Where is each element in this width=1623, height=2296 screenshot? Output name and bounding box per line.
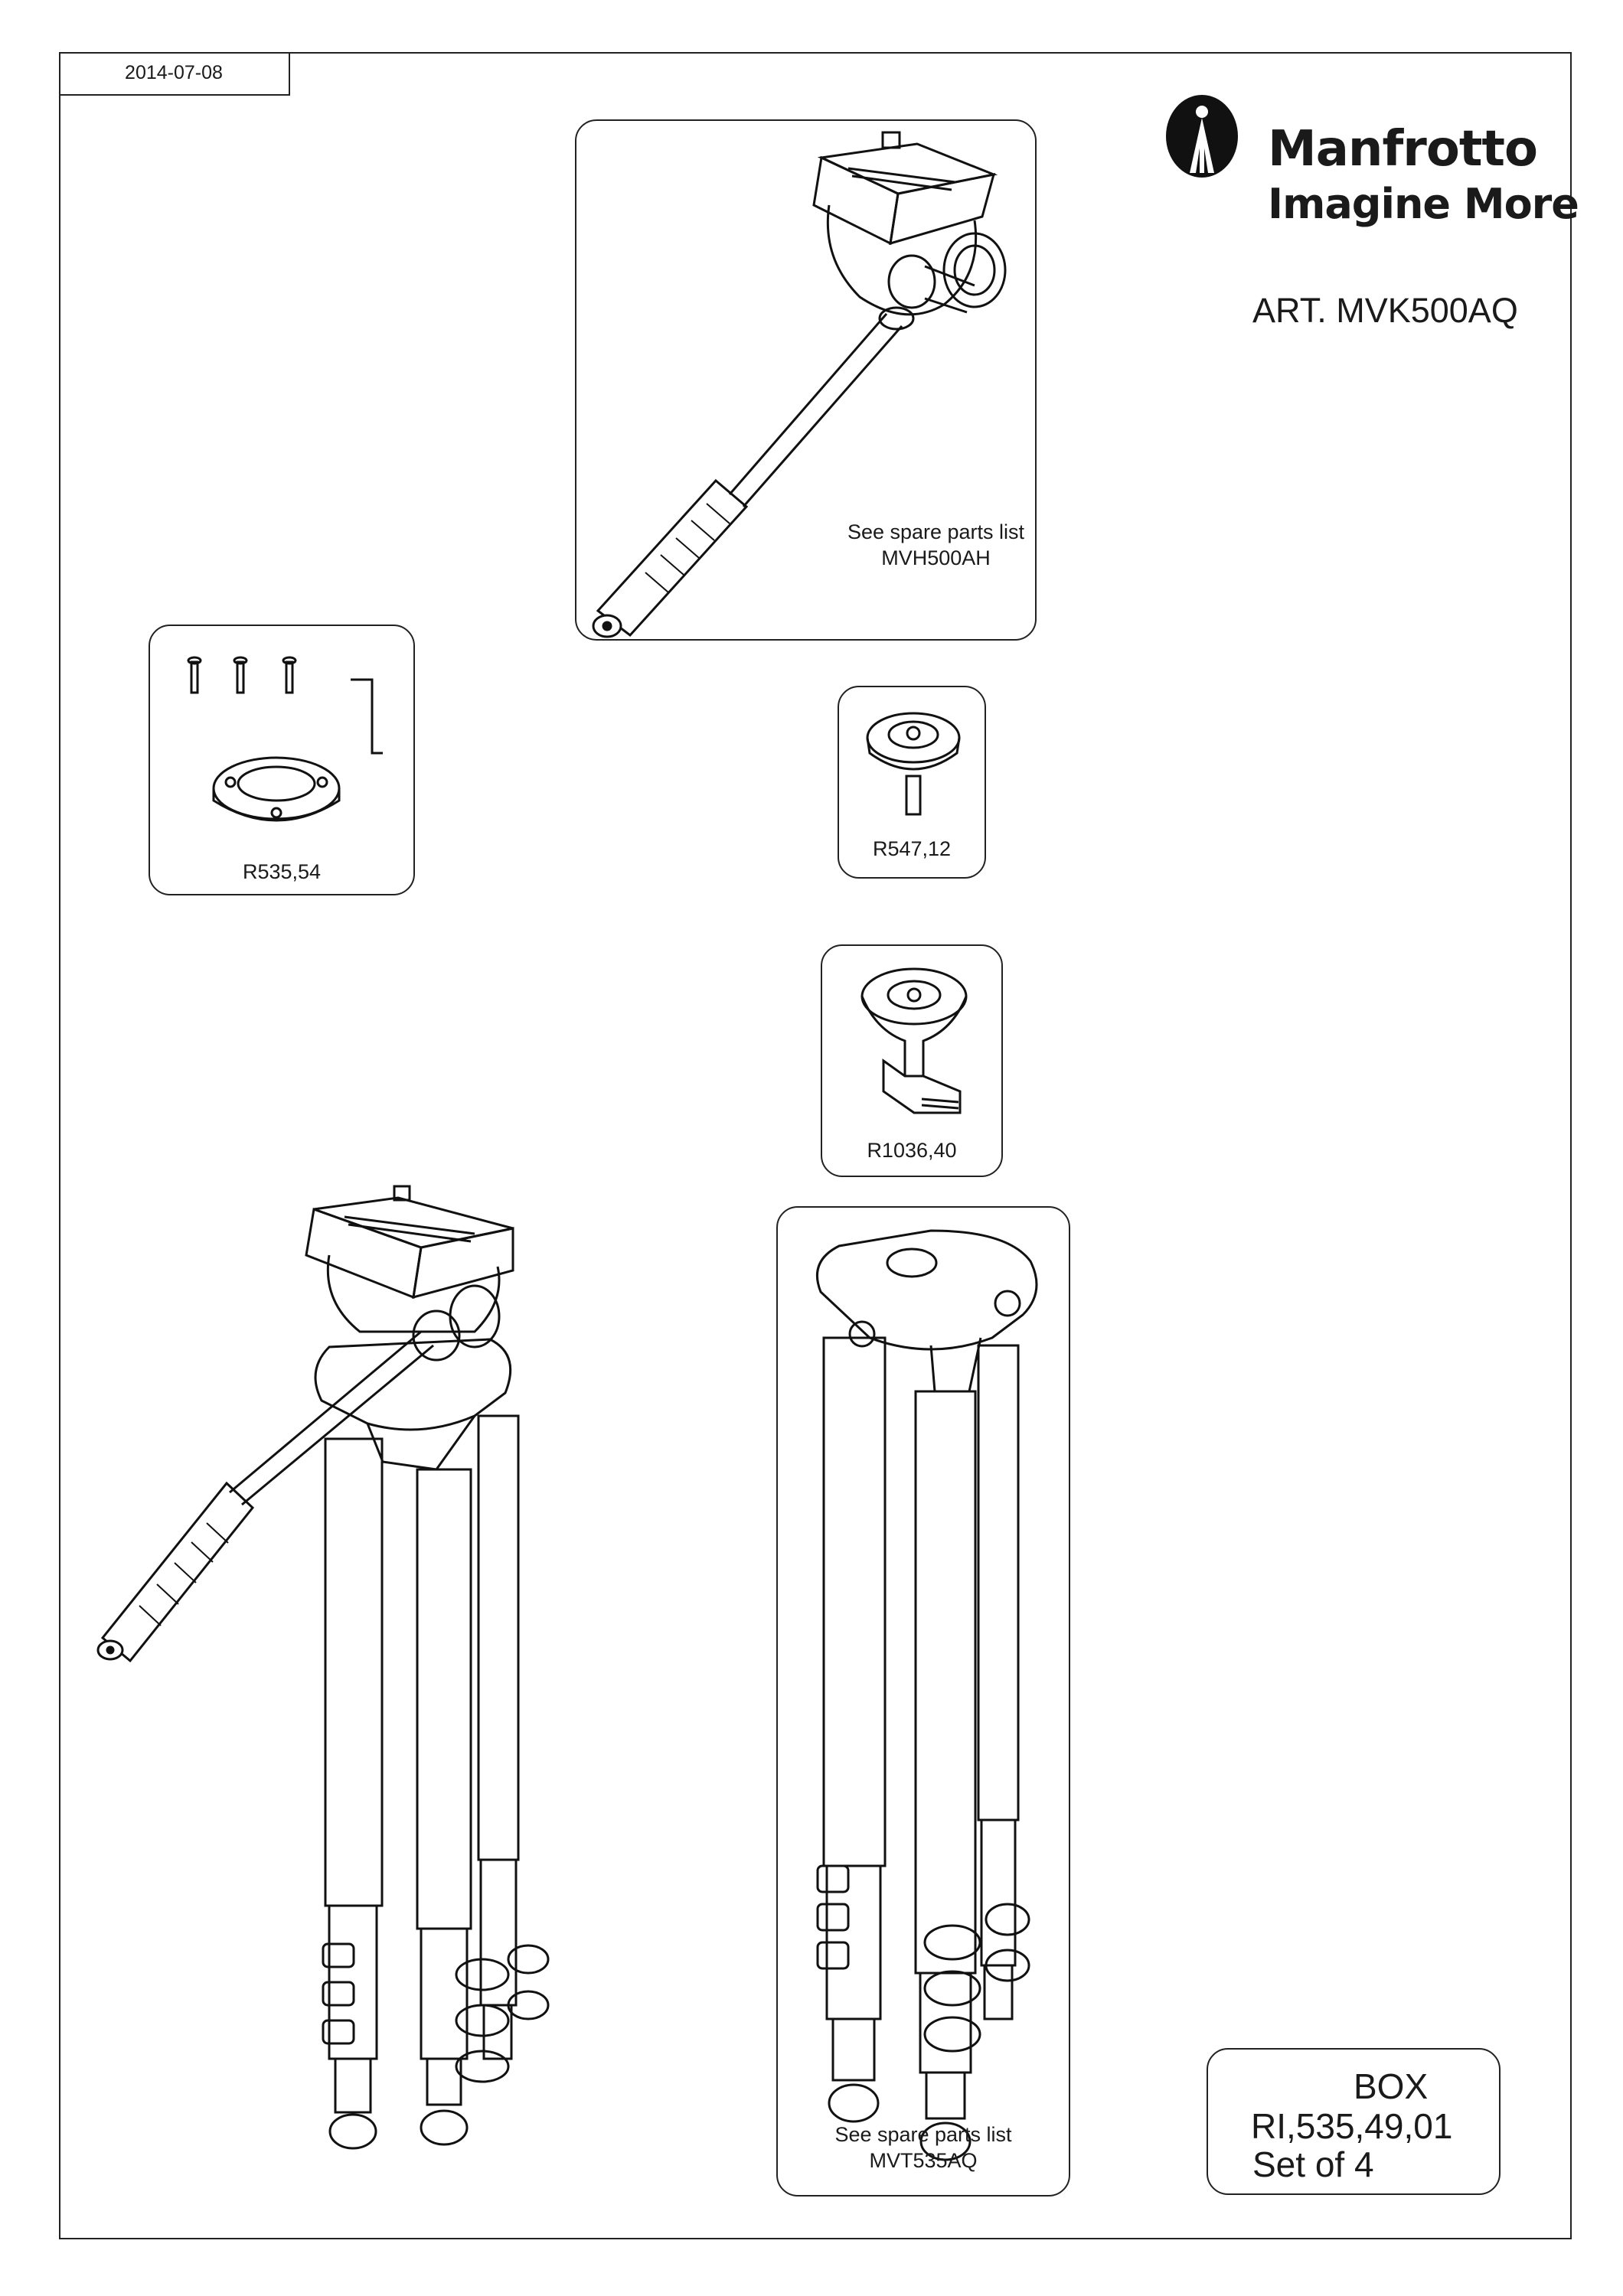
tripod-kit-illustration — [96, 1185, 550, 2150]
box-quantity: Set of 4 — [1252, 2144, 1374, 2184]
tripod-legs-panel: See spare parts list MVT535AQ — [776, 1206, 1070, 2197]
video-head-caption-line1: See spare parts list — [847, 520, 1025, 543]
leveling-bowl-code: R1036,40 — [867, 1139, 957, 1162]
adapter-plate-illustration — [866, 712, 961, 816]
tripod-legs-illustration — [816, 1229, 1038, 2161]
sheet-border — [59, 52, 1572, 2239]
box-label: BOX — [1354, 2066, 1429, 2106]
manfrotto-logo-icon — [1166, 95, 1238, 178]
adapter-plate-code: R547,12 — [872, 837, 952, 860]
video-head-illustration — [592, 131, 1007, 638]
article-number: ART. MVK500AQ — [1252, 291, 1518, 330]
date-box: 2014-07-08 — [59, 52, 290, 96]
video-head-caption-line2: MVH500AH — [881, 546, 991, 569]
leveling-bowl-panel: R1036,40 — [821, 944, 1003, 1177]
leveling-bowl-illustration — [860, 967, 968, 1114]
tripod-legs-caption-line1: See spare parts list — [834, 2123, 1012, 2146]
screw-kit-illustration — [187, 656, 383, 822]
brand-name: Manfrotto — [1268, 121, 1538, 178]
date-label: 2014-07-08 — [125, 62, 223, 83]
brand-tagline: Imagine More — [1268, 180, 1579, 228]
tripod-legs-caption-line2: MVT535AQ — [869, 2149, 978, 2172]
adapter-plate-panel: R547,12 — [838, 686, 986, 879]
video-head-panel: See spare parts list MVH500AH — [575, 119, 1037, 641]
screw-kit-code: R535,54 — [242, 860, 322, 883]
box-code: RI,535,49,01 — [1251, 2106, 1453, 2146]
box-panel: BOX RI,535,49,01 Set of 4 — [1207, 2048, 1501, 2195]
screw-kit-panel: R535,54 — [149, 625, 415, 895]
